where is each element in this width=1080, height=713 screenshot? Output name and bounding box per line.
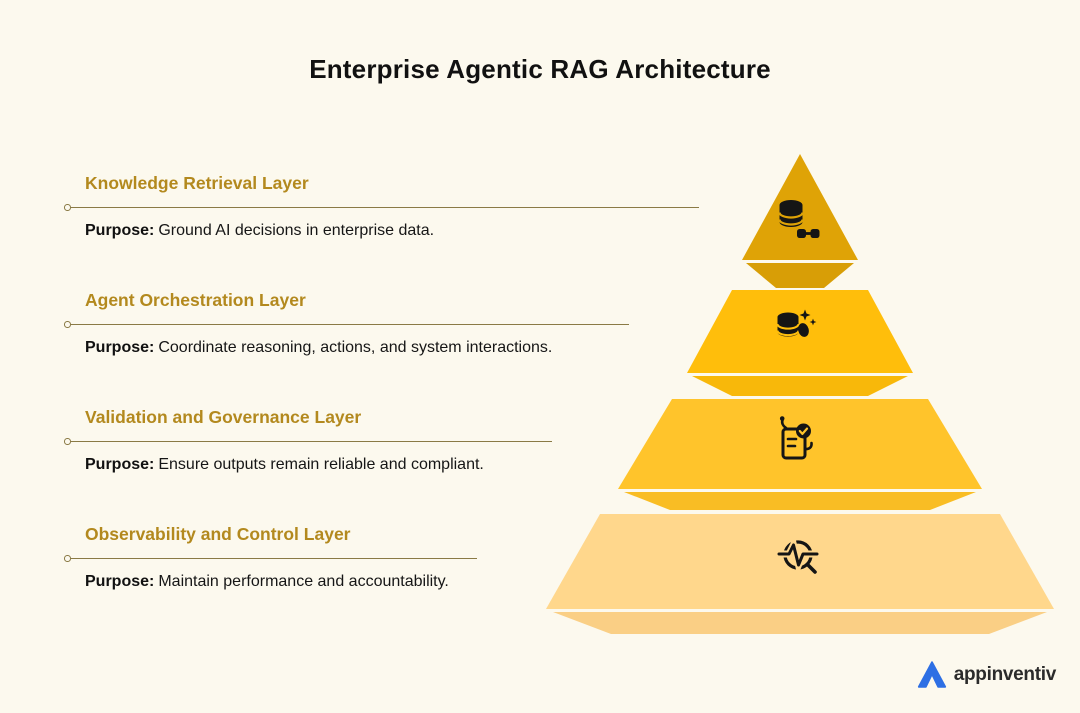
layer-info-knowledge-retrieval: Knowledge Retrieval Layer Purpose:Ground…: [64, 170, 724, 241]
purpose-label: Purpose:: [85, 222, 155, 239]
connector-dot-icon: [64, 555, 71, 562]
rule-connector: [64, 204, 724, 211]
connector-dot-icon: [64, 204, 71, 211]
database-link-icon: [778, 200, 820, 238]
layer-purpose: Purpose:Coordinate reasoning, actions, a…: [85, 338, 724, 358]
purpose-text: Ground AI decisions in enterprise data.: [158, 222, 435, 239]
pyramid-diagram: [546, 154, 1054, 634]
purpose-label: Purpose:: [85, 339, 155, 356]
connector-line: [70, 440, 552, 443]
connector-line: [70, 323, 629, 326]
layer-purpose: Purpose:Maintain performance and account…: [85, 572, 724, 592]
layer-title: Observability and Control Layer: [85, 524, 351, 544]
brand-logo-text: appinventiv: [953, 663, 1057, 685]
purpose-text: Ensure outputs remain reliable and compl…: [158, 456, 484, 473]
layer-title: Agent Orchestration Layer: [85, 290, 306, 310]
connector-line: [70, 206, 699, 209]
layer-title: Validation and Governance Layer: [85, 407, 362, 427]
connector-dot-icon: [64, 321, 71, 328]
layer-info-validation-governance: Validation and Governance Layer Purpose:…: [64, 404, 724, 475]
purpose-text: Maintain performance and accountability.: [158, 573, 449, 590]
connector-line: [70, 557, 477, 560]
pyramid-layer-agent-orchestration: [687, 290, 913, 396]
pyramid-layer-observability-control: [546, 514, 1054, 634]
layer-purpose: Purpose:Ground AI decisions in enterpris…: [85, 221, 724, 241]
pyramid-layer-validation-governance: [618, 399, 982, 510]
observability-search-icon: [777, 534, 819, 577]
purpose-label: Purpose:: [85, 456, 155, 473]
layer-purpose: Purpose:Ensure outputs remain reliable a…: [85, 455, 724, 475]
purpose-label: Purpose:: [85, 573, 155, 590]
rule-connector: [64, 438, 724, 445]
ai-data-icon: [776, 309, 817, 337]
rule-connector: [64, 321, 724, 328]
appinventiv-mark-icon: [917, 661, 946, 688]
validation-checklist-icon: [779, 416, 813, 460]
layer-title: Knowledge Retrieval Layer: [85, 173, 309, 193]
page-title: Enterprise Agentic RAG Architecture: [309, 54, 771, 84]
pyramid-layer-knowledge-retrieval: [742, 154, 858, 288]
layer-info-observability-control: Observability and Control Layer Purpose:…: [64, 521, 724, 592]
purpose-text: Coordinate reasoning, actions, and syste…: [158, 339, 553, 356]
rule-connector: [64, 555, 724, 562]
layer-info-agent-orchestration: Agent Orchestration Layer Purpose:Coordi…: [64, 287, 724, 358]
connector-dot-icon: [64, 438, 71, 445]
brand-logo: appinventiv: [917, 660, 1056, 689]
